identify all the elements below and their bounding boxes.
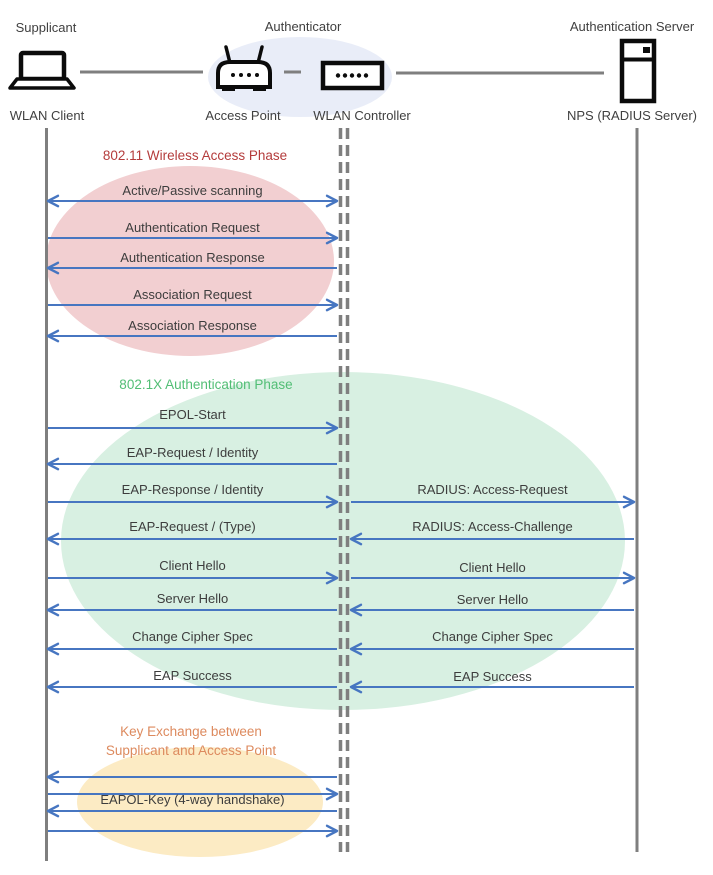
server-icon [619, 38, 657, 104]
phase-ellipses-layer [46, 37, 625, 857]
message-arrowhead [46, 532, 60, 546]
message-arrowhead [349, 603, 363, 617]
message-arrowhead [325, 571, 339, 585]
message-arrowhead [349, 680, 363, 694]
message-arrowhead [46, 770, 60, 784]
lifelines-layer [45, 70, 639, 861]
device-icons-layer [8, 38, 657, 104]
phase3-ellipse [77, 747, 323, 857]
role-authentication-server-label: Authentication Server [569, 19, 695, 34]
phase1-ellipse [46, 166, 334, 356]
message-arrowhead [325, 298, 339, 312]
phase1-title: 802.11 Wireless Access Phase [102, 148, 288, 163]
message-arrowhead [325, 231, 339, 245]
message-arrowhead [349, 642, 363, 656]
phase2-ellipse [61, 372, 625, 710]
message-arrowhead [325, 194, 339, 208]
message-arrowhead [46, 194, 60, 208]
node-label-wlan-controller: WLAN Controller [313, 108, 411, 123]
wlan-controller-icon [320, 60, 385, 91]
message-arrowhead [325, 495, 339, 509]
node-label-nps-radius-server: NPS (RADIUS Server) [566, 108, 698, 123]
node-label-wlan-client: WLAN Client [9, 108, 85, 123]
authenticator-group-ellipse [208, 37, 392, 117]
phase2-title: 802.1X Authentication Phase [119, 377, 293, 392]
message-arrowhead [46, 457, 60, 471]
message-arrowhead [46, 642, 60, 656]
phase3-title-line1: Key Exchange between [120, 724, 262, 739]
message-arrowhead [622, 495, 636, 509]
message-arrowhead [46, 804, 60, 818]
phase3-title: Key Exchange between Supplicant and Acce… [106, 722, 276, 760]
role-authenticator-label: Authenticator [264, 19, 342, 34]
access-point-icon [216, 45, 272, 91]
message-arrowhead [622, 571, 636, 585]
node-label-access-point: Access Point [205, 108, 281, 123]
laptop-icon [8, 50, 76, 90]
message-arrowhead [46, 261, 60, 275]
message-arrowhead [46, 603, 60, 617]
message-arrowhead [325, 787, 339, 801]
message-arrowhead [349, 532, 363, 546]
message-arrowhead [46, 329, 60, 343]
message-arrowhead [325, 421, 339, 435]
role-supplicant-label: Supplicant [15, 20, 77, 35]
phase3-title-line2: Supplicant and Access Point [105, 743, 277, 758]
message-arrowhead [46, 680, 60, 694]
messages-layer [46, 194, 636, 838]
message-arrowhead [325, 824, 339, 838]
